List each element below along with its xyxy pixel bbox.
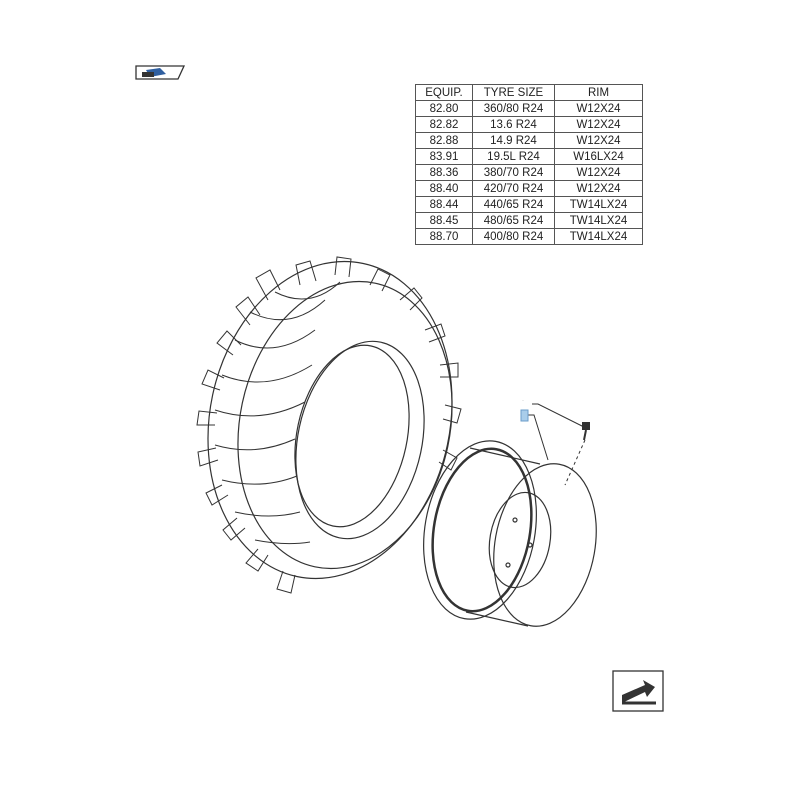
cell-tyre-size: 440/65 R24 — [472, 196, 555, 213]
cell-equip: 88.45 — [415, 212, 473, 229]
cell-tyre-size: 13.6 R24 — [472, 116, 555, 133]
callout-number: · — [522, 398, 524, 404]
cell-tyre-size: 380/70 R24 — [472, 164, 555, 181]
arrow-next-page-icon[interactable] — [612, 670, 664, 712]
cell-equip: 88.44 — [415, 196, 473, 213]
cell-tyre-size: 19.5L R24 — [472, 148, 555, 165]
bolt-icon[interactable] — [582, 422, 590, 441]
callout-highlight[interactable] — [520, 409, 529, 422]
cell-rim: W12X24 — [554, 164, 643, 181]
book-flag-icon[interactable] — [135, 65, 186, 80]
cell-equip: 82.88 — [415, 132, 473, 149]
cell-equip: 88.36 — [415, 164, 473, 181]
cell-tyre-size: 420/70 R24 — [472, 180, 555, 197]
cell-rim: W12X24 — [554, 116, 643, 133]
header-equip: EQUIP. — [415, 84, 473, 101]
cell-rim: W12X24 — [554, 132, 643, 149]
cell-equip: 82.82 — [415, 116, 473, 133]
cell-rim: TW14LX24 — [554, 196, 643, 213]
cell-rim: W12X24 — [554, 180, 643, 197]
table-header-row: EQUIP. TYRE SIZE RIM — [415, 84, 643, 101]
cell-rim: W12X24 — [554, 100, 643, 117]
callout-leaders — [528, 403, 587, 486]
rim-drawing[interactable] — [410, 432, 608, 635]
cell-tyre-size: 14.9 R24 — [472, 132, 555, 149]
tyre-drawing[interactable] — [179, 239, 480, 602]
cell-equip: 83.91 — [415, 148, 473, 165]
cell-equip: 88.70 — [415, 228, 473, 245]
cell-tyre-size: 400/80 R24 — [472, 228, 555, 245]
header-tyre-size: TYRE SIZE — [472, 84, 555, 101]
cell-equip: 82.80 — [415, 100, 473, 117]
cell-rim: TW14LX24 — [554, 228, 643, 245]
cell-tyre-size: 480/65 R24 — [472, 212, 555, 229]
cell-tyre-size: 360/80 R24 — [472, 100, 555, 117]
cell-equip: 88.40 — [415, 180, 473, 197]
header-rim: RIM — [554, 84, 643, 101]
cell-rim: W16LX24 — [554, 148, 643, 165]
cell-rim: TW14LX24 — [554, 212, 643, 229]
